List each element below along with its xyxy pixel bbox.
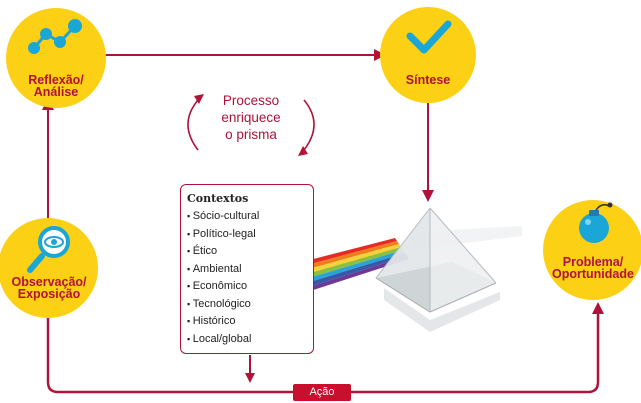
arrowhead: [592, 302, 604, 314]
circle-problema: [543, 200, 641, 300]
action-badge: Ação: [293, 384, 351, 401]
checkmark-icon: [406, 20, 452, 54]
list-item: Sócio-cultural: [187, 208, 307, 226]
rainbow-beam: [290, 238, 409, 293]
list-item: Local/global: [187, 331, 307, 349]
node-label-sintese: Síntese: [405, 73, 451, 87]
cycle-arc-right: [303, 99, 315, 151]
circle-observacao: [0, 218, 98, 318]
network-icon: [28, 19, 82, 54]
arrowhead: [422, 190, 434, 202]
arrowhead: [298, 146, 308, 156]
node-label-observacao: Observação/ Exposição: [11, 275, 87, 301]
contexts-box: Contextos Sócio-cultural Político-legal …: [180, 184, 314, 354]
contexts-title: Contextos: [187, 192, 249, 205]
magnifier-eye-icon: [27, 226, 70, 273]
contexts-list: Sócio-cultural Político-legal Ético Ambi…: [187, 208, 307, 348]
prism: [375, 207, 500, 332]
arrowhead: [194, 94, 204, 104]
process-label: Processo enriquece o prisma: [221, 93, 281, 142]
list-item: Político-legal: [187, 226, 307, 244]
node-label-problema: Problema/ Oportunidade: [552, 255, 634, 281]
list-item: Econômico: [187, 278, 307, 296]
arrowhead: [245, 373, 255, 383]
circle-reflexao: [6, 8, 106, 108]
action-loop-line: [46, 300, 600, 394]
list-item: Histórico: [187, 313, 307, 331]
bomb-icon: [579, 202, 613, 243]
cycle-arc-left: [187, 99, 199, 151]
circle-sintese: [380, 7, 476, 103]
node-label-reflexao: Reflexão/ Análise: [28, 73, 84, 99]
list-item: Tecnológico: [187, 296, 307, 314]
list-item: Ambiental: [187, 261, 307, 279]
list-item: Ético: [187, 243, 307, 261]
